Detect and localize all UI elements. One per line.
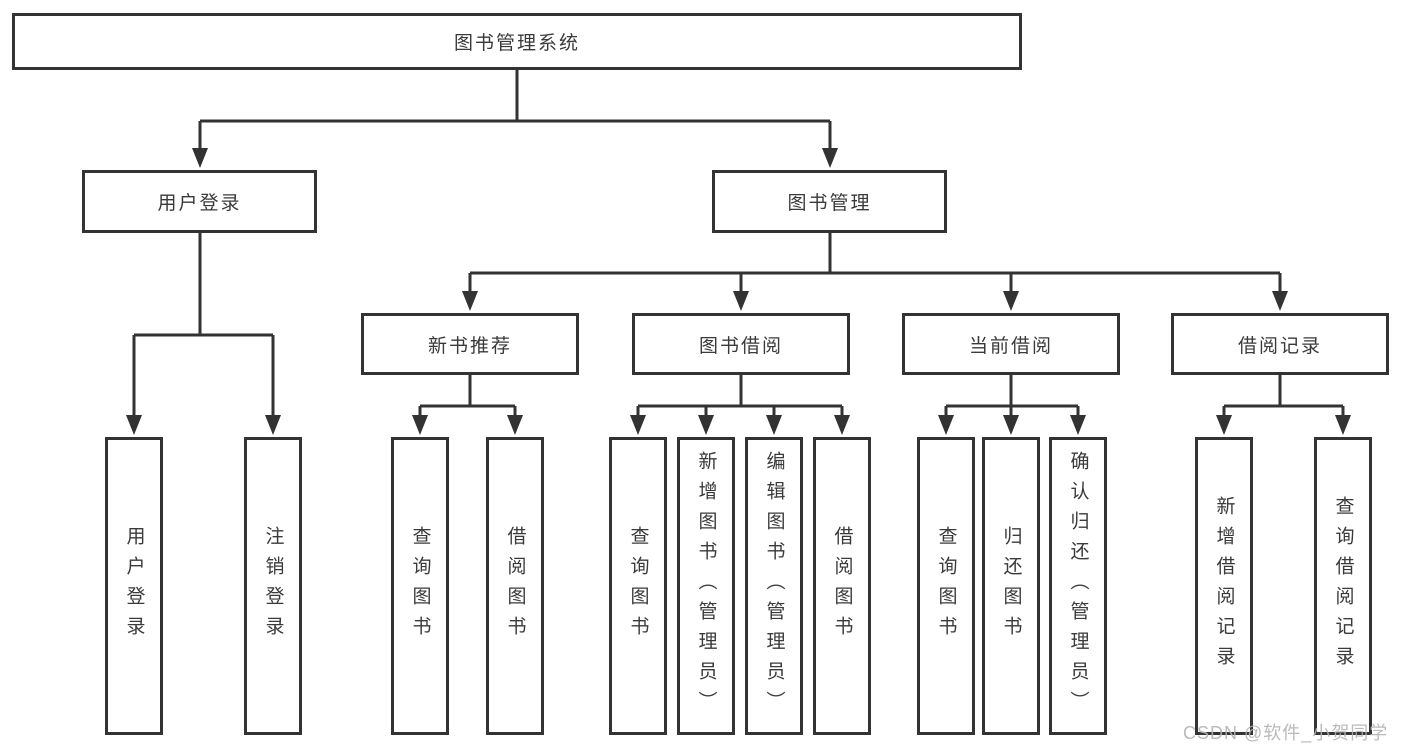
node-sub-new-book-recommend: 新书推荐 [361,313,579,375]
node-leaf-return-book: 归还图书 [982,437,1040,735]
node-root-system: 图书管理系统 [12,13,1022,70]
node-leaf-borrow-book-recommend: 借阅图书 [486,437,544,735]
node-leaf-edit-book-admin: 编辑图书（管理员） [745,437,803,735]
node-leaf-logout: 注销登录 [244,437,302,735]
leaf-label-confirm-return-admin: 确认归还（管理员） [1067,451,1089,721]
node-leaf-query-book-current: 查询图书 [917,437,975,735]
leaf-label-add-book-admin: 新增图书（管理员） [695,451,717,721]
leaf-label-user-login: 用户登录 [123,526,145,646]
node-sub-current-borrow: 当前借阅 [902,313,1120,375]
node-sub-borrow-records: 借阅记录 [1171,313,1389,375]
node-branch-book-management: 图书管理 [712,170,947,233]
leaf-label-borrow-book-recommend: 借阅图书 [504,526,526,646]
node-leaf-query-book-recommend: 查询图书 [391,437,449,735]
leaf-label-borrow-book: 借阅图书 [831,526,853,646]
node-leaf-add-borrow-record: 新增借阅记录 [1195,437,1253,735]
node-leaf-add-book-admin: 新增图书（管理员） [677,437,735,735]
leaf-label-query-book-recommend: 查询图书 [409,526,431,646]
csdn-watermark: CSDN @软件_小贺同学 [1183,723,1389,743]
leaf-label-edit-book-admin: 编辑图书（管理员） [763,451,785,721]
node-sub-book-borrow: 图书借阅 [632,313,850,375]
leaf-label-add-borrow-record: 新增借阅记录 [1213,496,1235,676]
leaf-label-return-book: 归还图书 [1000,526,1022,646]
node-leaf-user-login: 用户登录 [105,437,163,735]
leaf-label-query-book-borrow: 查询图书 [627,526,649,646]
leaf-label-logout: 注销登录 [262,526,284,646]
node-leaf-borrow-book: 借阅图书 [813,437,871,735]
leaf-label-query-borrow-record: 查询借阅记录 [1332,496,1354,676]
node-leaf-confirm-return-admin: 确认归还（管理员） [1049,437,1107,735]
node-leaf-query-borrow-record: 查询借阅记录 [1314,437,1372,735]
leaf-label-query-book-current: 查询图书 [935,526,957,646]
node-branch-user-login: 用户登录 [82,170,317,233]
node-leaf-query-book-borrow: 查询图书 [609,437,667,735]
